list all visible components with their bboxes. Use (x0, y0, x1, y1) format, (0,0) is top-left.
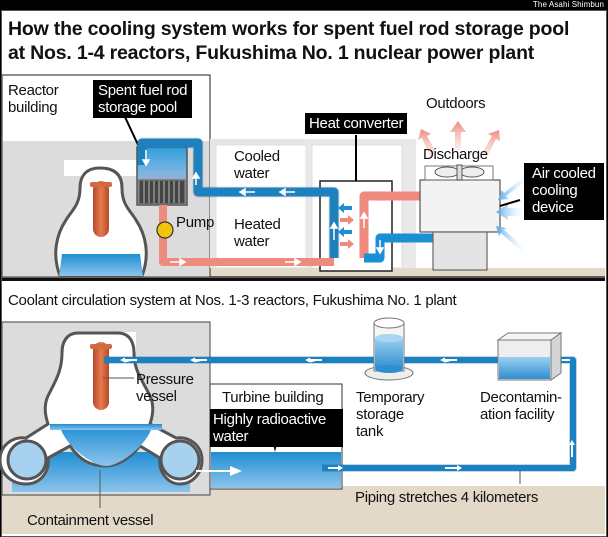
credit-line: The Asahi Shimbun (532, 0, 604, 9)
bottom-subtitle: Coolant circulation system at Nos. 1-3 r… (8, 292, 457, 309)
title-line-1: How the cooling system works for spent f… (8, 18, 570, 40)
fuel-rod-top (93, 181, 109, 237)
reactor-building-label-line1: Reactor (8, 82, 59, 99)
discharge-label: Discharge (423, 146, 488, 163)
air-intake-arrows (496, 176, 528, 252)
ground-top (2, 268, 605, 278)
storage-tank-label-line1: Temporary (356, 389, 425, 406)
storage-tank (364, 317, 414, 381)
discharge-arrows (418, 121, 500, 157)
storage-pool-label: Spent fuel rod storage pool (93, 80, 193, 118)
decontamination-facility (496, 332, 563, 381)
piping-label: Piping stretches 4 kilometers (355, 489, 539, 506)
pressure-vessel-label-line1: Pressure (136, 371, 194, 388)
pressure-vessel-label: Pressure vessel (136, 371, 194, 405)
fuel-rod-bottom (93, 342, 109, 410)
decontamination-label: Decontamin- ation facility (480, 389, 562, 423)
containment-vessel-label: Containment vessel (27, 512, 154, 529)
reactor-building-label: Reactor building (8, 82, 59, 116)
heat-exchange-arrows (338, 203, 354, 249)
air-cooling-unit (419, 179, 501, 233)
cooled-water-label: Cooled water (234, 148, 280, 182)
air-cooled-label-line3: device (532, 199, 574, 216)
storage-tank-label-line2: storage (356, 406, 404, 423)
heated-water-label-line1: Heated (234, 216, 281, 233)
air-cooled-label-line1: Air cooled (532, 165, 596, 182)
fan-icon (434, 164, 485, 181)
air-cooled-device-label: Air cooled cooling device (524, 163, 604, 220)
heated-water-label-line2: water (234, 233, 270, 250)
outdoors-label: Outdoors (426, 95, 486, 112)
air-cooled-label-line2: cooling (532, 182, 578, 199)
pump-label: Pump (176, 214, 214, 231)
turbine-building-label: Turbine building (222, 389, 324, 406)
heated-water-label: Heated water (234, 216, 281, 250)
radioactive-water-label-line1: Highly radioactive (213, 411, 326, 428)
cooled-water-label-line1: Cooled (234, 148, 280, 165)
radioactive-water-label-line2: water (213, 428, 249, 445)
title-line-2: at Nos. 1-4 reactors, Fukushima No. 1 nu… (8, 42, 535, 64)
radioactive-water-label: Highly radioactive water (210, 409, 343, 447)
storage-tank-label: Temporary storage tank (356, 389, 424, 440)
decontamination-label-line1: Decontamin- (480, 389, 562, 406)
storage-pool-label-line1: Spent fuel rod (98, 82, 188, 99)
pump-icon (156, 221, 174, 239)
pressure-vessel-label-line2: vessel (136, 388, 177, 405)
reactor-building-label-line2: building (8, 99, 58, 116)
storage-pool-label-line2: storage pool (98, 99, 177, 116)
decontamination-label-line2: ation facility (480, 406, 555, 423)
diagram-title: How the cooling system works for spent f… (8, 17, 569, 65)
cooled-water-label-line2: water (234, 165, 270, 182)
storage-tank-label-line3: tank (356, 423, 384, 440)
heat-converter-label: Heat converter (305, 113, 408, 134)
